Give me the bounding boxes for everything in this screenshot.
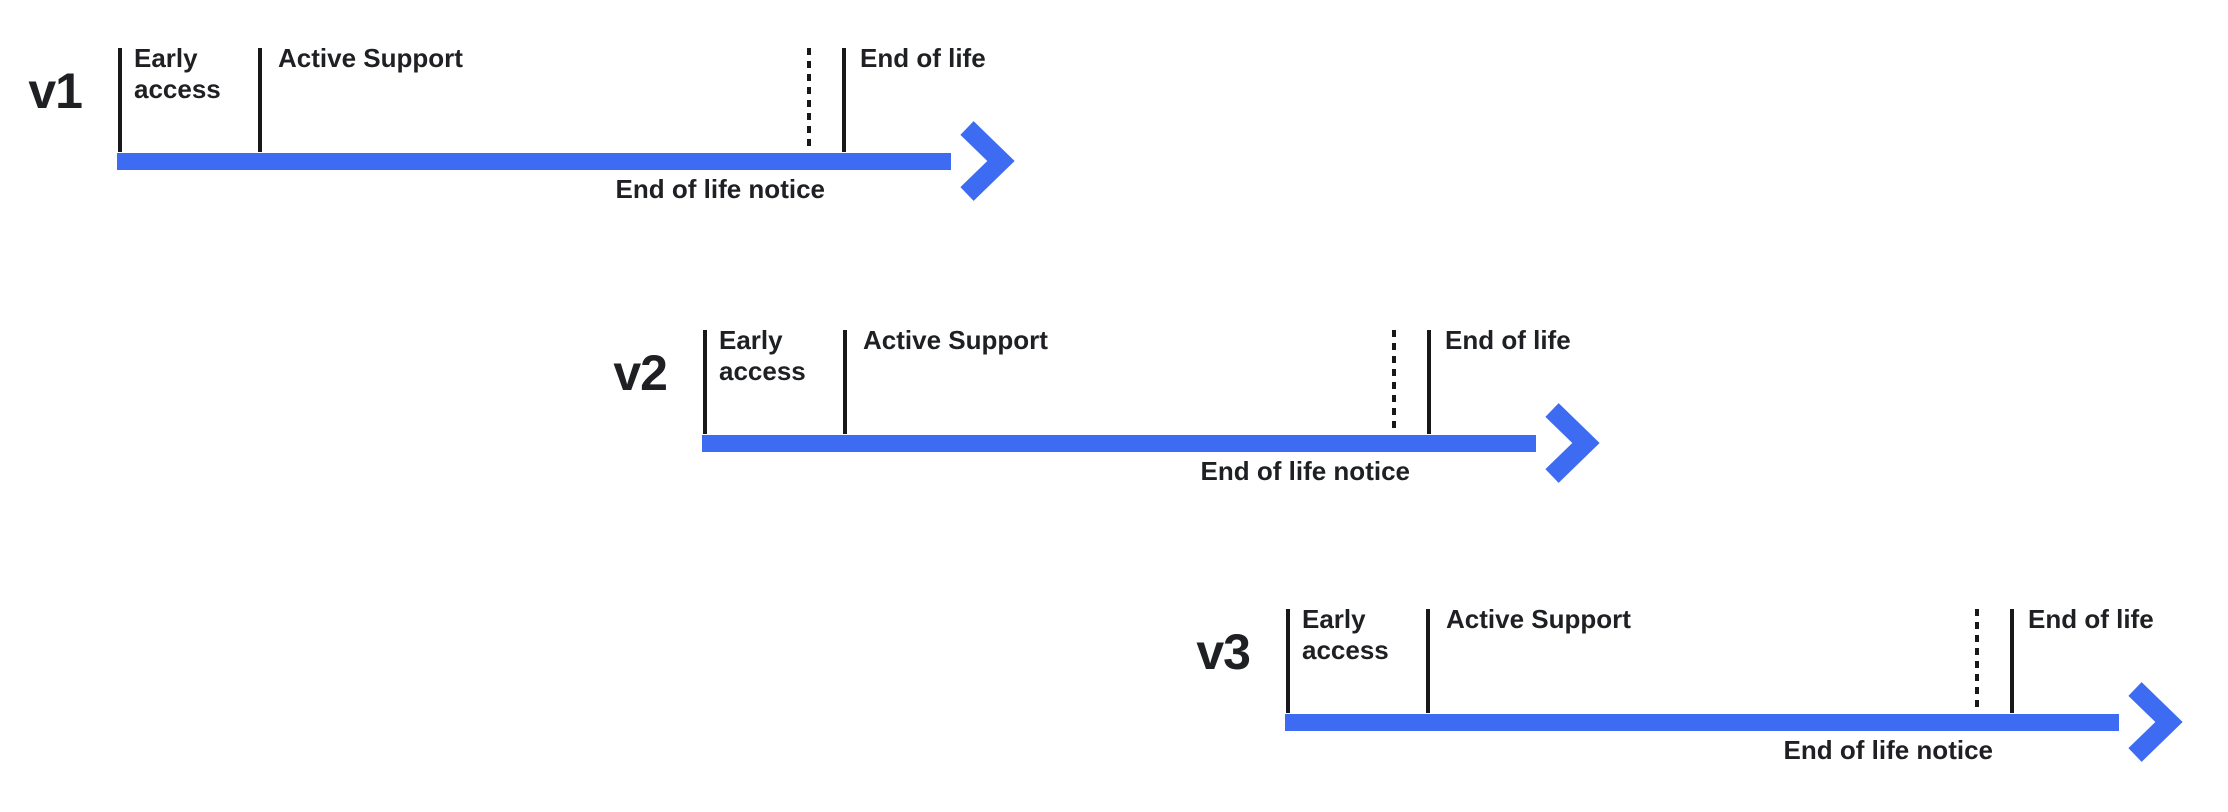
arrow-right-icon — [960, 121, 1015, 201]
eol-notice-dashed-line — [1975, 609, 1979, 713]
end-of-life-notice-label: End of life notice — [615, 174, 825, 204]
version-label: v1 — [28, 63, 83, 119]
early-access-start-tick — [118, 48, 122, 152]
timeline-bar — [117, 153, 951, 170]
timeline-row-v3: v3 Early access Active Support End of li… — [1196, 604, 2228, 794]
active-support-label: Active Support — [1446, 604, 1631, 634]
active-support-label: Active Support — [278, 43, 463, 73]
arrow-right-icon — [2128, 682, 2183, 762]
timeline-bar — [702, 435, 1536, 452]
end-of-life-tick — [2010, 609, 2014, 713]
end-of-life-notice-label: End of life notice — [1200, 456, 1410, 486]
early-access-label: Early access — [719, 325, 806, 386]
eol-notice-dashed-line — [807, 48, 811, 152]
end-of-life-label: End of life — [2028, 604, 2154, 634]
timeline-bar — [1285, 714, 2119, 731]
end-of-life-tick — [842, 48, 846, 152]
end-of-life-label: End of life — [1445, 325, 1571, 355]
early-access-label: Early access — [1302, 604, 1389, 665]
end-of-life-notice-label: End of life notice — [1783, 735, 1993, 765]
active-support-start-tick — [843, 330, 847, 434]
active-support-start-tick — [258, 48, 262, 152]
end-of-life-label: End of life — [860, 43, 986, 73]
version-label: v3 — [1196, 624, 1251, 680]
early-access-start-tick — [703, 330, 707, 434]
version-label: v2 — [613, 345, 668, 401]
arrow-right-icon — [1545, 403, 1600, 483]
active-support-label: Active Support — [863, 325, 1048, 355]
active-support-start-tick — [1426, 609, 1430, 713]
timeline-row-v2: v2 Early access Active Support End of li… — [613, 325, 1693, 515]
end-of-life-tick — [1427, 330, 1431, 434]
timeline-row-v1: v1 Early access Active Support End of li… — [28, 43, 1108, 233]
early-access-label: Early access — [134, 43, 221, 104]
early-access-start-tick — [1286, 609, 1290, 713]
eol-notice-dashed-line — [1392, 330, 1396, 434]
